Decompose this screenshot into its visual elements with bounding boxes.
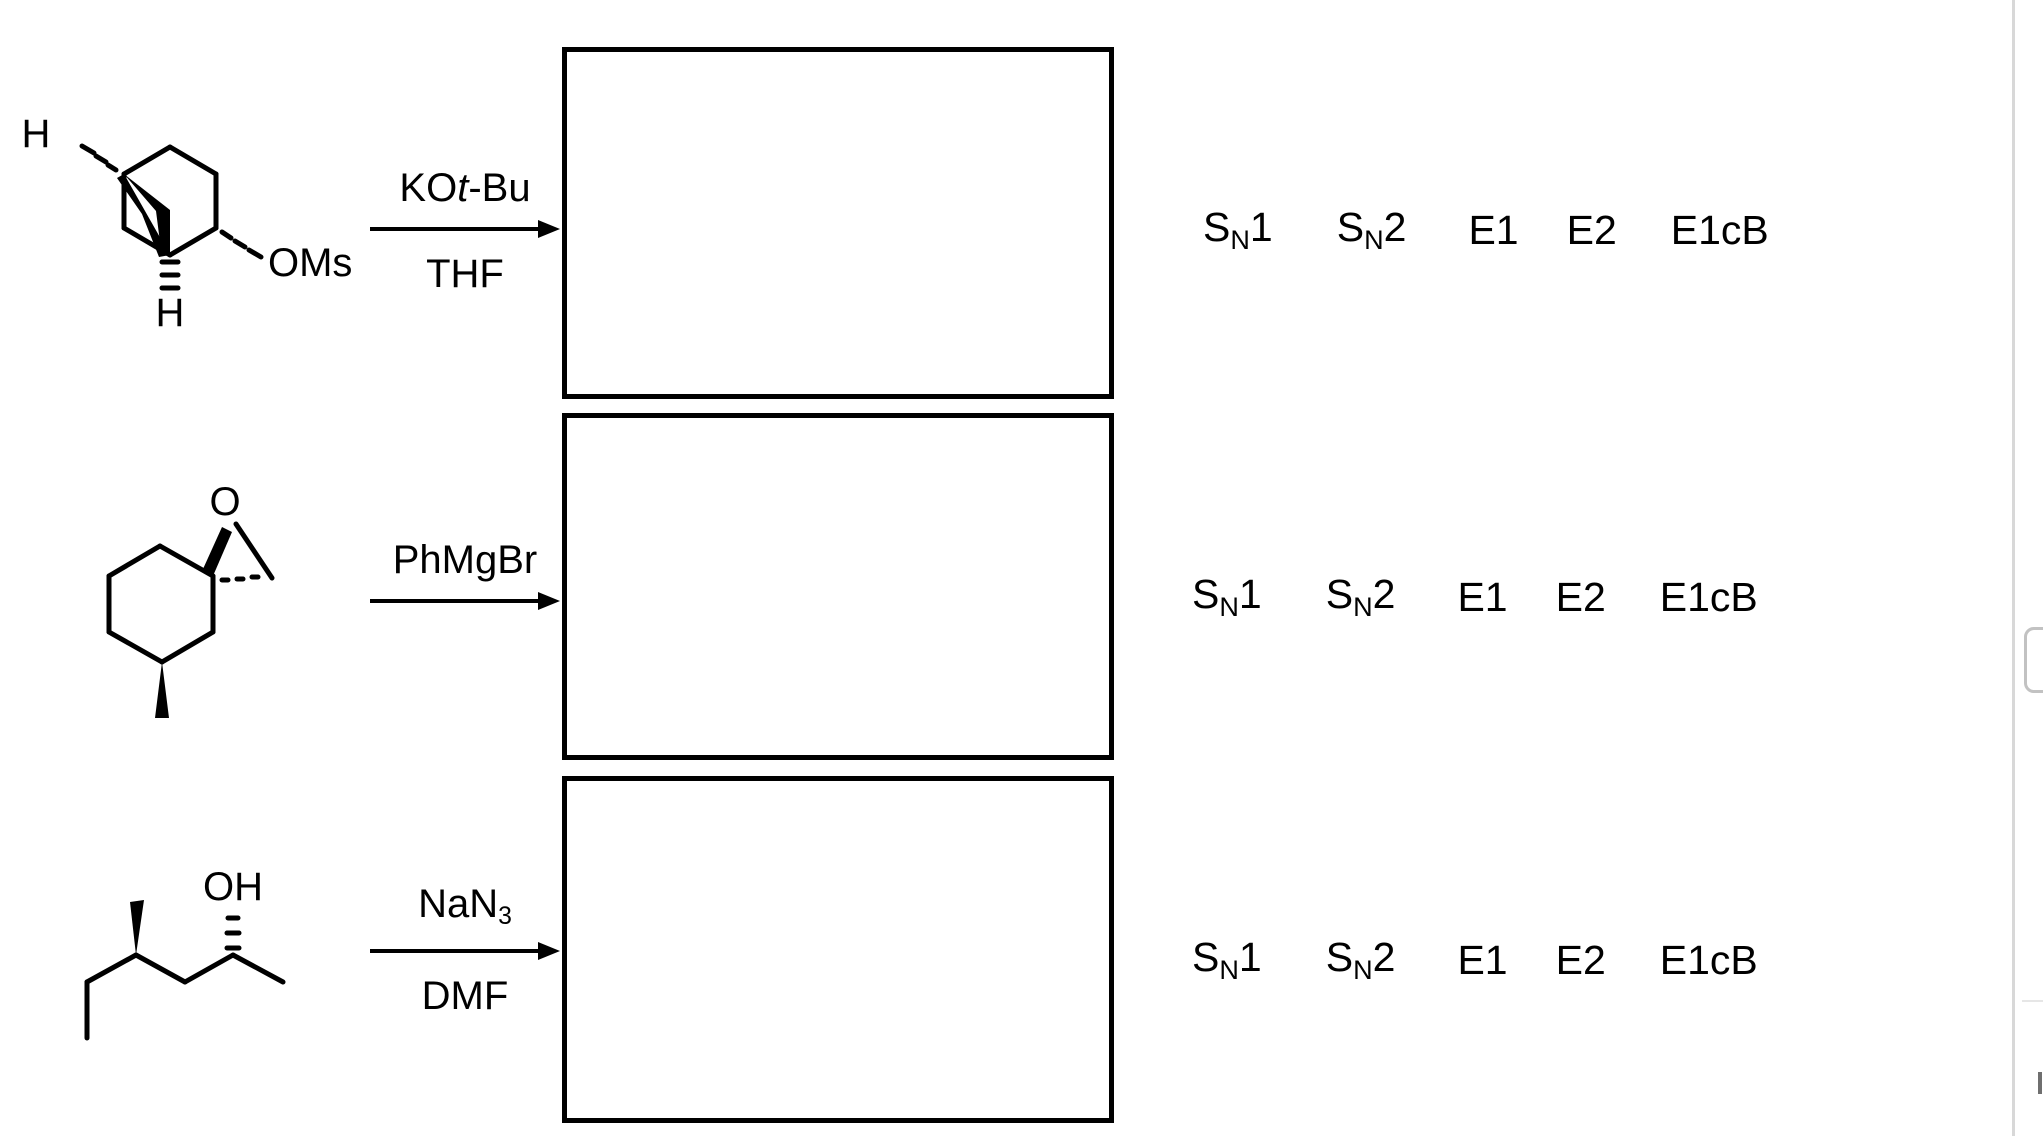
mechanism-option-e2[interactable]: E2 (1555, 573, 1606, 620)
answer-box-3[interactable] (562, 776, 1114, 1123)
mechanism-option-sn1[interactable]: SN1 (1203, 203, 1273, 256)
label-h-upper: H (22, 112, 51, 156)
side-panel-rule (2022, 1000, 2043, 1002)
label-oms: OMs (268, 241, 352, 285)
mechanism-option-sn2[interactable]: SN2 (1325, 933, 1396, 986)
solvent-thf: THF (426, 252, 504, 296)
mechanism-choices-3: SN1 SN2 E1 E2 E1cB (1192, 930, 1758, 990)
mechanism-choices-2: SN1 SN2 E1 E2 E1cB (1192, 567, 1758, 627)
reagent-block-3: NaN3 DMF (370, 880, 560, 1016)
wedge-bond-methyl (155, 662, 169, 718)
hash-bond-oms (219, 229, 264, 260)
reaction-arrow-3 (370, 940, 560, 962)
label-h-lower: H (156, 291, 185, 335)
structure-bicyclic-mesylate: H H OMs (20, 110, 353, 340)
mechanism-option-e1[interactable]: E1 (1468, 206, 1519, 253)
answer-box-2[interactable] (562, 413, 1114, 760)
panel-divider (2012, 0, 2015, 1136)
mechanism-option-e1[interactable]: E1 (1457, 936, 1508, 983)
hash-bond-oh (224, 915, 242, 951)
mechanism-option-sn2[interactable]: SN2 (1325, 570, 1396, 623)
label-oh: OH (203, 865, 263, 909)
mechanism-option-e1cb[interactable]: E1cB (1659, 936, 1758, 983)
reagent-top-1: KOt-Bu (370, 158, 560, 208)
mechanism-option-e1[interactable]: E1 (1457, 573, 1508, 620)
reagent-top-2: PhMgBr (370, 530, 560, 580)
reagent-phmgbr: PhMgBr (392, 538, 538, 582)
solvent-dmf: DMF (421, 974, 509, 1018)
reagent-bottom-1: THF (370, 240, 560, 294)
mechanism-option-e2[interactable]: E2 (1555, 936, 1606, 983)
reagent-kotbu: KOt-Bu (399, 166, 531, 210)
mechanism-option-sn1[interactable]: SN1 (1192, 933, 1262, 986)
mechanism-option-sn1[interactable]: SN1 (1192, 570, 1262, 623)
bridge-wedge (117, 174, 170, 257)
answer-box-1[interactable] (562, 47, 1114, 399)
reaction-arrow-2 (370, 590, 560, 612)
wedge-bond-methyl (130, 900, 144, 955)
reagent-top-3: NaN3 (370, 880, 560, 930)
hash-bond-lower-h (159, 259, 181, 291)
mechanism-option-e2[interactable]: E2 (1566, 206, 1617, 253)
side-panel-marker (2038, 1072, 2042, 1094)
reaction-arrow-1 (370, 218, 560, 240)
reagent-block-2: PhMgBr (370, 530, 560, 662)
mechanism-option-sn2[interactable]: SN2 (1336, 203, 1407, 256)
side-panel-card[interactable] (2024, 627, 2043, 693)
mechanism-option-e1cb[interactable]: E1cB (1659, 573, 1758, 620)
mechanism-choices-1: SN1 SN2 E1 E2 E1cB (1203, 200, 1769, 260)
reagent-bottom-2 (370, 612, 560, 662)
mechanism-option-e1cb[interactable]: E1cB (1670, 206, 1769, 253)
hash-bond-upper-h (79, 143, 119, 173)
reagent-sodium-azide: NaN3 (418, 882, 512, 931)
structure-spiro-epoxide: O (50, 480, 350, 730)
hash-bond-epoxide-ch2 (219, 574, 261, 583)
reagent-bottom-3: DMF (370, 962, 560, 1016)
structure-methylhexanol: OH (40, 860, 340, 1050)
wedge-bond-epoxide-o (203, 527, 232, 576)
label-epoxide-o: O (209, 480, 240, 524)
reagent-block-1: KOt-Bu THF (370, 158, 560, 294)
